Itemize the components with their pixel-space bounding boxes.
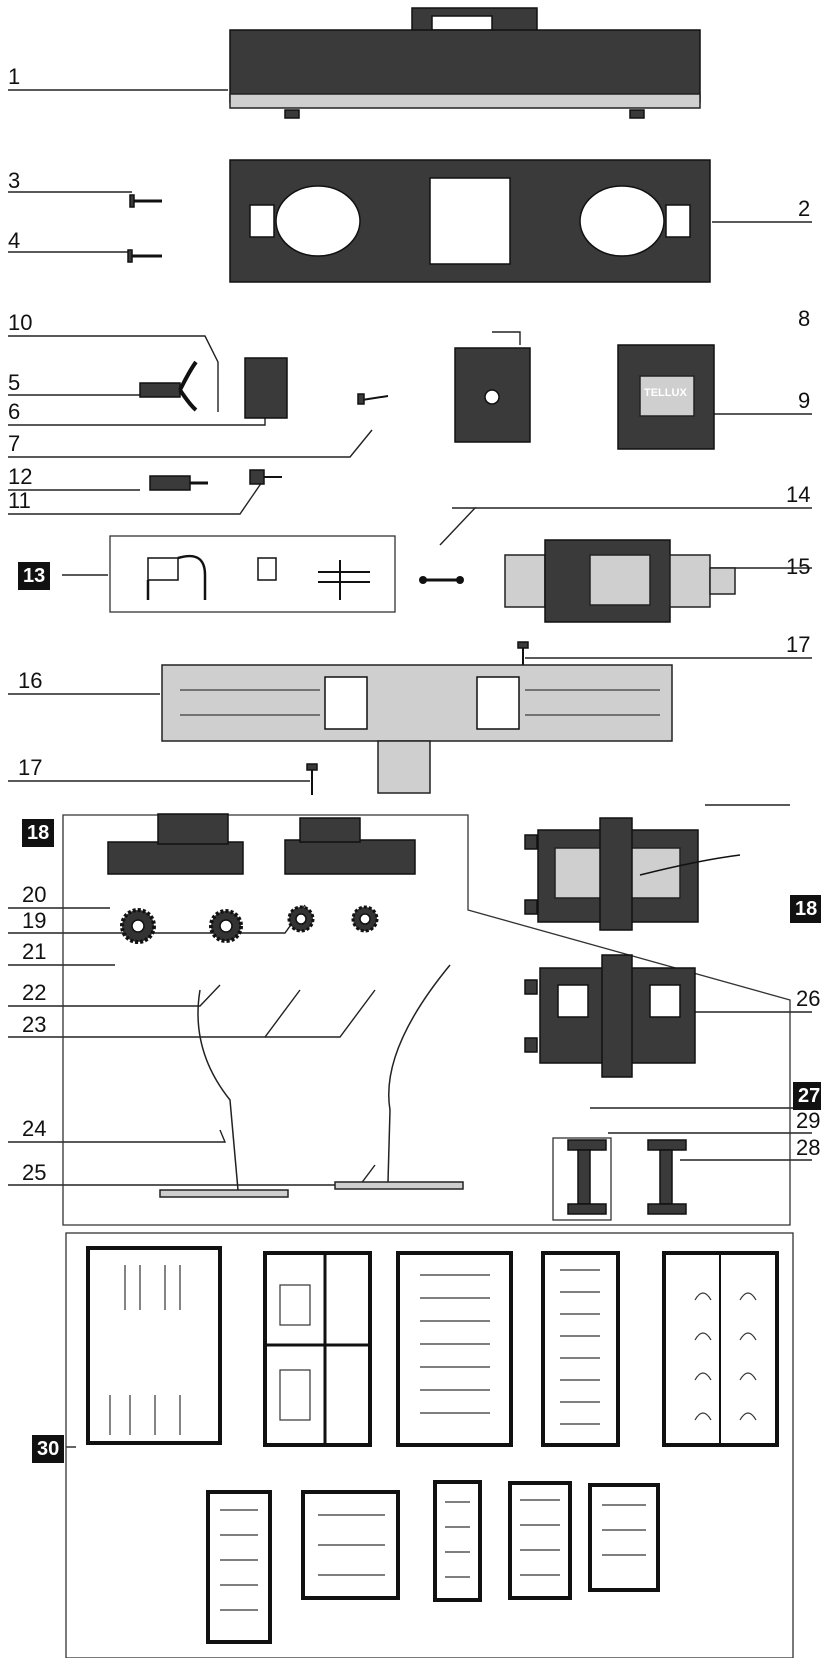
group-label-18-right: 18: [790, 895, 821, 923]
part-label-16: 16: [18, 668, 43, 693]
group-27-frame: [552, 1137, 612, 1221]
group-label-13: 13: [18, 562, 51, 590]
part-label-3: 3: [8, 168, 21, 193]
part-label-23: 23: [22, 1012, 47, 1037]
part-18-bogie-assembly: [524, 817, 741, 931]
part-label-8: 8: [798, 306, 811, 331]
part-3-screw: [129, 194, 162, 208]
part-7-screw: [357, 393, 389, 405]
motor-brand-label: TELLUX: [644, 387, 687, 399]
part-27-wheelset: [567, 1139, 607, 1215]
part-label-17-top: 17: [786, 632, 811, 657]
part-22-gear: [209, 909, 243, 943]
part-15-motor: [504, 539, 736, 623]
part-6-block: [244, 357, 288, 419]
part-label-10: 10: [8, 310, 33, 335]
part-label-17-bottom: 17: [18, 755, 43, 780]
part-12-coupler-hook: [149, 475, 208, 491]
part-label-2: 2: [798, 196, 811, 221]
part-14-shaft: [419, 576, 464, 584]
part-label-20: 20: [22, 882, 47, 907]
part-label-21: 21: [22, 939, 47, 964]
part-label-5: 5: [8, 370, 21, 395]
part-label-22: 22: [22, 980, 47, 1005]
part-label-19: 19: [22, 908, 47, 933]
part-label-4: 4: [8, 228, 21, 253]
group-13-brackets: [146, 554, 370, 600]
part-30-trays: [86, 1246, 779, 1644]
part-17-screw-bottom: [306, 763, 318, 795]
part-23-gear-b: [351, 905, 379, 933]
part-label-29: 29: [796, 1108, 821, 1133]
part-label-15: 15: [786, 554, 811, 579]
part-label-7: 7: [8, 431, 21, 456]
part-label-25: 25: [22, 1160, 47, 1185]
part-8-weight: [454, 347, 531, 443]
part-label-14: 14: [786, 482, 811, 507]
part-25-pickup: [334, 964, 464, 1190]
group-label-27: 27: [793, 1082, 821, 1110]
part-1-body: [229, 7, 701, 119]
part-label-9: 9: [798, 388, 811, 413]
part-5-coupler: [139, 360, 198, 412]
group-label-18-left: 18: [22, 819, 55, 847]
part-label-11: 11: [8, 488, 31, 513]
part-21-gear: [120, 908, 156, 944]
part-23-gear-a: [287, 905, 315, 933]
part-28-wheelset: [647, 1139, 687, 1215]
group-13-frame: [109, 535, 396, 613]
part-9-motor-housing: [617, 344, 715, 450]
part-label-26: 26: [796, 986, 821, 1011]
part-16-circuit-board: [161, 664, 673, 794]
group-18-frame: [62, 814, 791, 1226]
part-2-chassis: [229, 159, 711, 283]
part-4-pin: [127, 249, 162, 263]
part-label-24: 24: [22, 1116, 47, 1141]
part-label-12: 12: [8, 464, 33, 489]
group-30-frame: [65, 1232, 794, 1658]
part-19-bogie-frame: [284, 817, 416, 875]
part-20-bogie-frame: [107, 813, 244, 875]
part-26-bogie: [524, 954, 696, 1078]
part-label-28: 28: [796, 1135, 821, 1160]
group-label-30: 30: [32, 1435, 65, 1463]
part-label-1: 1: [8, 64, 21, 89]
part-label-6: 6: [8, 399, 21, 424]
part-24-wire: [159, 989, 289, 1198]
part-11-clip: [249, 469, 282, 485]
